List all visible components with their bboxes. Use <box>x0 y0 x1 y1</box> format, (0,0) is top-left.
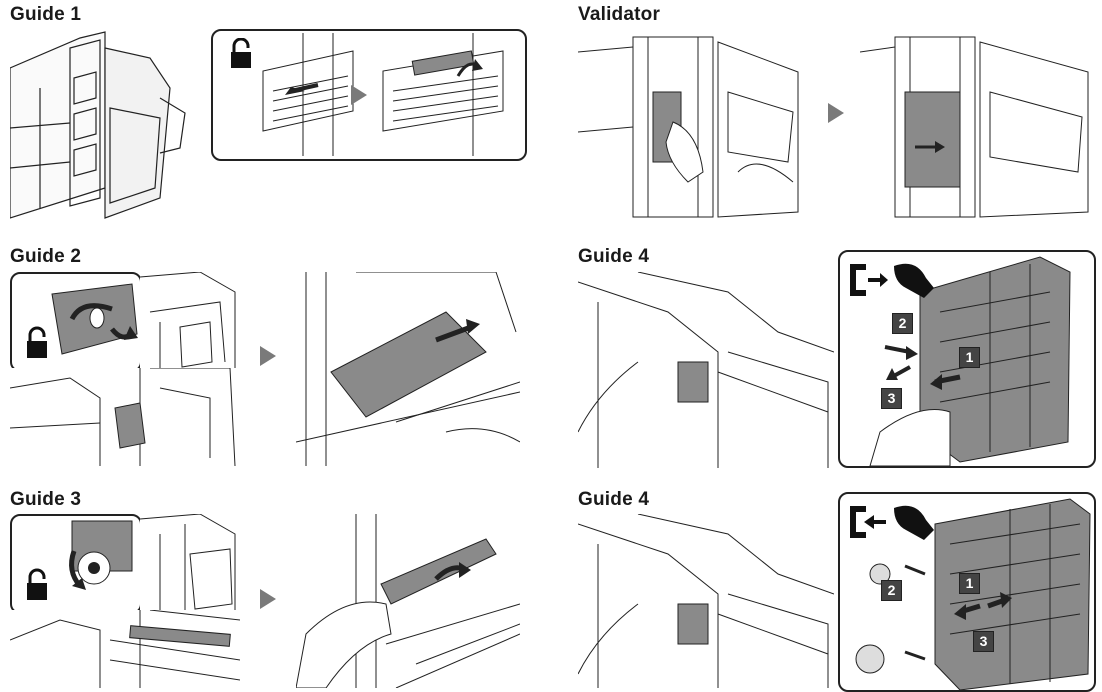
step-badge-1: 1 <box>959 347 980 368</box>
section-title-guide-4-b: Guide 4 <box>578 489 650 510</box>
next-step-arrow-icon <box>260 346 276 366</box>
section-title-validator: Validator <box>578 4 661 25</box>
next-step-arrow-icon <box>260 589 276 609</box>
step-badge-1: 1 <box>959 573 980 594</box>
guide-3-printer-top <box>140 514 240 610</box>
guide-3-step-2-illustration <box>296 514 520 688</box>
section-title-guide-2: Guide 2 <box>10 246 82 267</box>
pull-out-hand-icon <box>846 258 936 302</box>
step-badge-2: 2 <box>881 580 902 601</box>
guide-3-printer-illustration <box>10 610 240 688</box>
guide-2-printer-illustration <box>10 368 240 466</box>
guide-1-callout <box>211 29 527 161</box>
guide-2-step-2-illustration <box>296 272 520 466</box>
next-step-arrow-icon <box>351 85 367 105</box>
section-title-guide-1: Guide 1 <box>10 4 82 25</box>
step-badge-3: 3 <box>881 388 902 409</box>
guide-4a-printer-illustration <box>578 272 834 468</box>
section-title-guide-3: Guide 3 <box>10 489 82 510</box>
unlock-icon <box>25 326 51 360</box>
next-step-arrow-icon <box>828 103 844 123</box>
guide-1-printer-illustration <box>10 28 200 224</box>
unlock-icon <box>229 37 255 70</box>
section-title-guide-4-a: Guide 4 <box>578 246 650 267</box>
guide-4b-printer-illustration <box>578 514 834 688</box>
guide-2-printer-top <box>140 272 240 368</box>
unlock-icon <box>25 568 51 602</box>
step-badge-3: 3 <box>973 631 994 652</box>
validator-step-2-illustration <box>860 32 1092 222</box>
step-badge-2: 2 <box>892 313 913 334</box>
pull-out-hand-icon <box>846 500 936 544</box>
validator-step-1-illustration <box>578 32 802 222</box>
